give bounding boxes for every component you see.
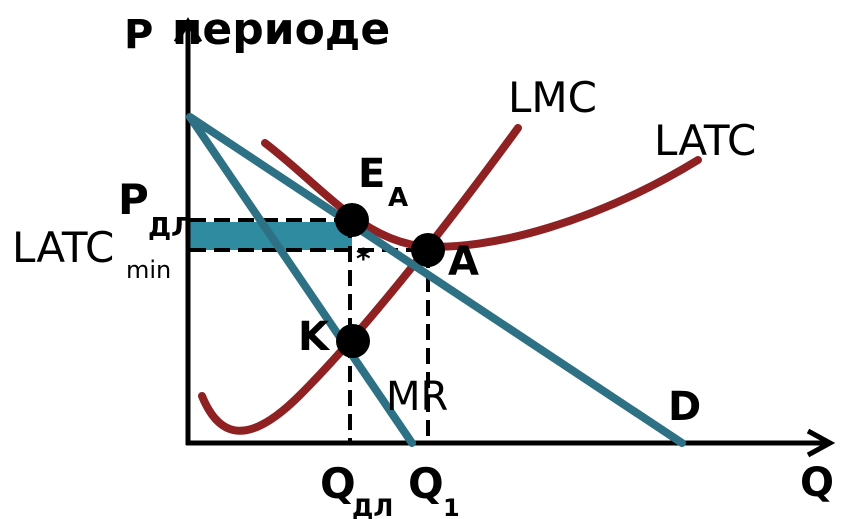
star-mark: * [356,242,371,275]
q1-label: Q [408,459,444,508]
lmc-label: LMC [508,73,597,122]
mr-line [186,113,416,447]
q-monopoly-label: Q [320,459,356,508]
demand-line [186,113,686,447]
point-e-subscript: A [388,183,408,213]
lmc-curve [198,124,522,435]
y-axis-arrowhead [173,17,203,44]
price-monopoly-subscript: ДЛ [148,213,193,243]
price-monopoly-label: P [118,175,149,224]
title-fragment: периоде [172,4,390,55]
x-axis-arrowhead [806,428,836,458]
q1-subscript: 1 [443,494,460,519]
point-a-label: A [448,239,479,285]
point-e-label: E [358,151,385,197]
latc-min-subscript: min [126,256,171,284]
mr-label: MR [386,374,448,420]
point-e [335,203,369,237]
y-axis-label: P [124,12,153,58]
q-monopoly-subscript: ДЛ [352,494,393,519]
point-k [336,324,370,358]
point-a [411,233,445,267]
latc-label: LATC [654,116,756,165]
point-k-label: K [298,314,331,360]
x-axis-label: Q [800,460,834,506]
latc-min-label: LATC [12,223,114,272]
demand-label: D [668,384,701,430]
